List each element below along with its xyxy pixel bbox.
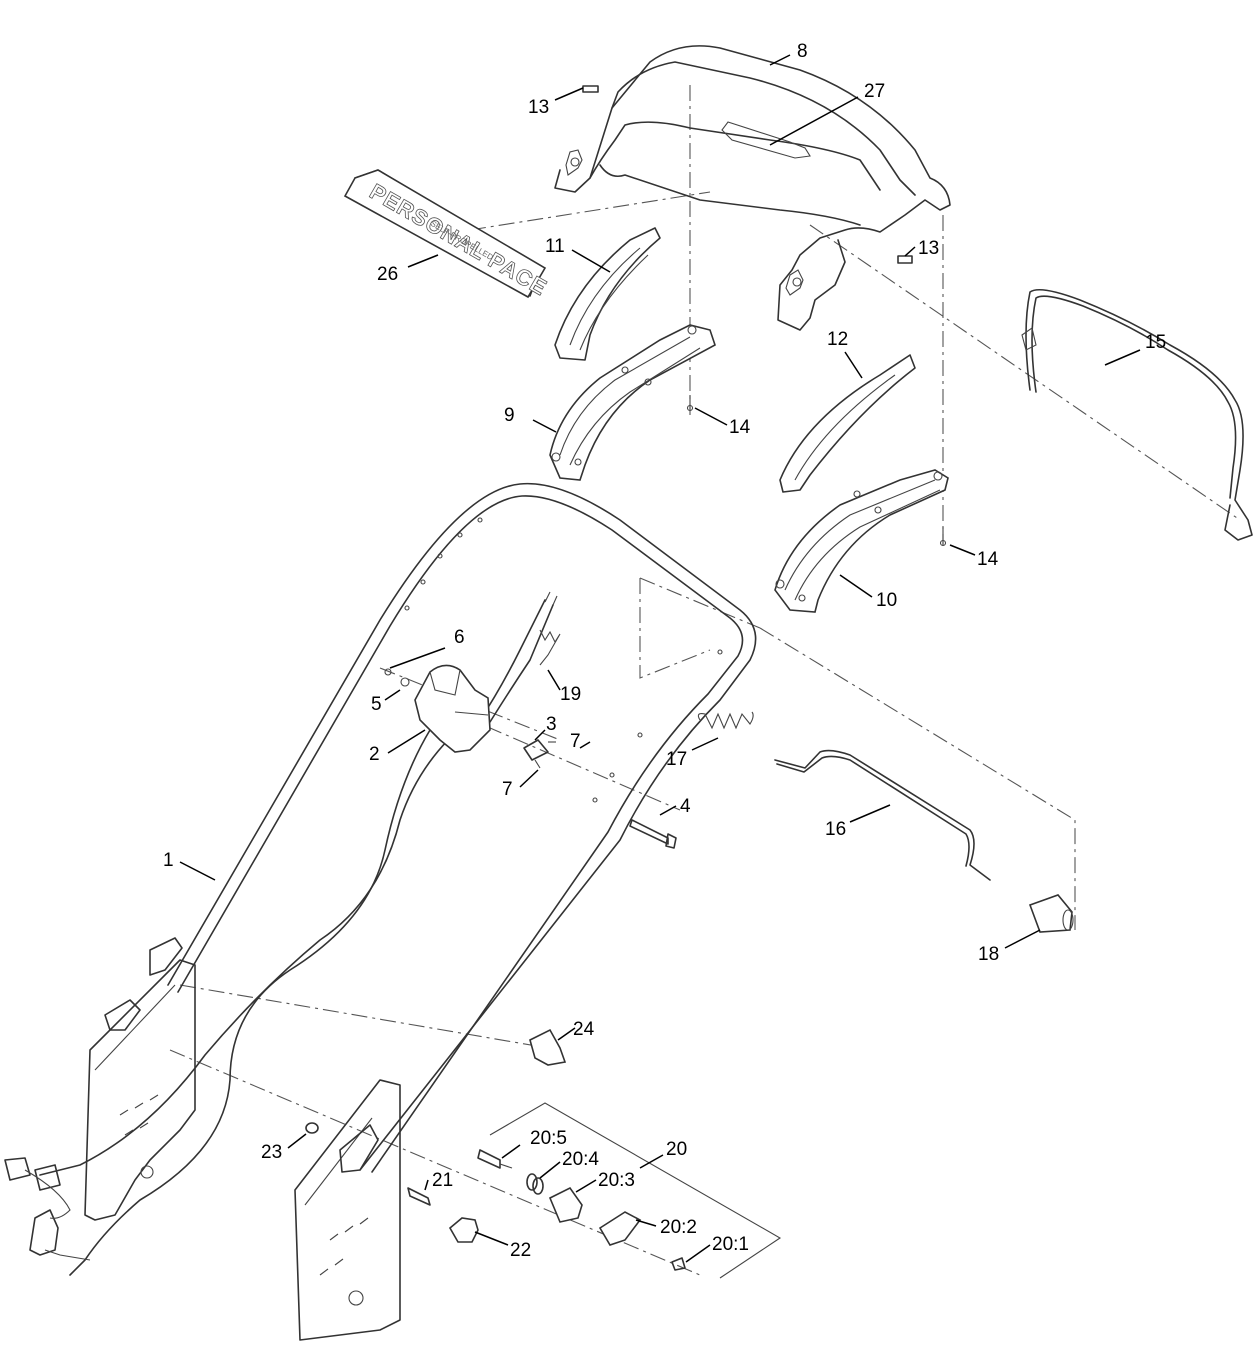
grip-cover-part-10 xyxy=(774,469,949,613)
decal-part-26: PERSONAL PACE SELF-PROPELLED xyxy=(343,169,552,301)
grip-cover-part-9 xyxy=(549,324,716,481)
pin-part-21 xyxy=(407,1187,431,1206)
washer-part-20-4 xyxy=(526,1173,544,1195)
callout-c3: 3 xyxy=(546,714,557,735)
callout-c23: 23 xyxy=(261,1142,282,1163)
nut-part-23 xyxy=(305,1122,319,1134)
callout-c27: 27 xyxy=(864,81,885,102)
knob-part-22 xyxy=(448,1217,479,1243)
callout-c1: 1 xyxy=(163,850,174,871)
cap-part-20-1 xyxy=(671,1257,686,1271)
callout-c7a: 7 xyxy=(570,731,581,752)
wire-harness xyxy=(4,1157,91,1261)
callout-c15: 15 xyxy=(1145,332,1166,353)
callout-c8: 8 xyxy=(797,41,808,62)
callout-c26: 26 xyxy=(377,264,398,285)
control-part-2 xyxy=(384,664,491,753)
callout-c13a: 13 xyxy=(528,97,549,118)
callout-c12: 12 xyxy=(827,329,848,350)
callout-c22: 22 xyxy=(510,1240,531,1261)
callout-c9: 9 xyxy=(504,405,515,426)
callout-c20-3: 20:3 xyxy=(598,1170,635,1191)
group-20-box xyxy=(489,1102,782,1279)
callout-c10: 10 xyxy=(876,590,897,611)
callout-c14a: 14 xyxy=(729,417,751,438)
assembly-lines xyxy=(169,85,1241,1276)
callout-c19: 19 xyxy=(560,684,581,705)
callout-c4: 4 xyxy=(680,796,691,817)
callout-c17: 17 xyxy=(666,749,687,770)
callout-c16: 16 xyxy=(825,819,846,840)
callout-labels: 12345677891011121313141415161718192020:1… xyxy=(163,41,1166,1261)
upper-handle-part-8 xyxy=(554,45,951,331)
lever-part-20-2 xyxy=(598,1211,642,1246)
spring-part-19 xyxy=(539,629,561,666)
callout-c18: 18 xyxy=(978,944,999,965)
knob-part-18 xyxy=(1028,894,1074,933)
callout-c20-2: 20:2 xyxy=(660,1217,697,1238)
right-bracket xyxy=(294,1079,401,1341)
callout-c13b: 13 xyxy=(918,238,939,259)
rod-part-16 xyxy=(774,749,991,881)
callout-c24: 24 xyxy=(573,1019,595,1040)
bolt-part-20-5 xyxy=(477,1149,513,1169)
leader-lines xyxy=(179,54,1141,1263)
cam-part-20-3 xyxy=(548,1186,583,1223)
callout-c20: 20 xyxy=(666,1139,687,1160)
pins-and-screws xyxy=(582,85,947,547)
callout-c20-4: 20:4 xyxy=(562,1149,599,1170)
trim-part-11 xyxy=(554,227,661,361)
trim-part-12 xyxy=(779,354,916,493)
spring-part-17 xyxy=(697,711,754,730)
callout-c21: 21 xyxy=(432,1170,453,1191)
callout-c11: 11 xyxy=(545,236,565,257)
callout-c20-5: 20:5 xyxy=(530,1128,567,1149)
callout-c6: 6 xyxy=(454,627,465,648)
clip-part-24 xyxy=(529,1028,567,1066)
callout-c14b: 14 xyxy=(977,549,999,570)
bracket-part-3 xyxy=(523,739,556,769)
callout-c20-1: 20:1 xyxy=(712,1234,749,1255)
main-handle-part-1 xyxy=(167,482,757,1173)
cables xyxy=(39,591,558,1276)
left-bracket xyxy=(84,937,196,1221)
bolt-part-4 xyxy=(629,819,677,849)
callout-c7b: 7 xyxy=(502,779,513,800)
bail-part-15 xyxy=(1021,289,1253,541)
callout-c2: 2 xyxy=(369,744,380,765)
callout-c5: 5 xyxy=(371,694,382,715)
